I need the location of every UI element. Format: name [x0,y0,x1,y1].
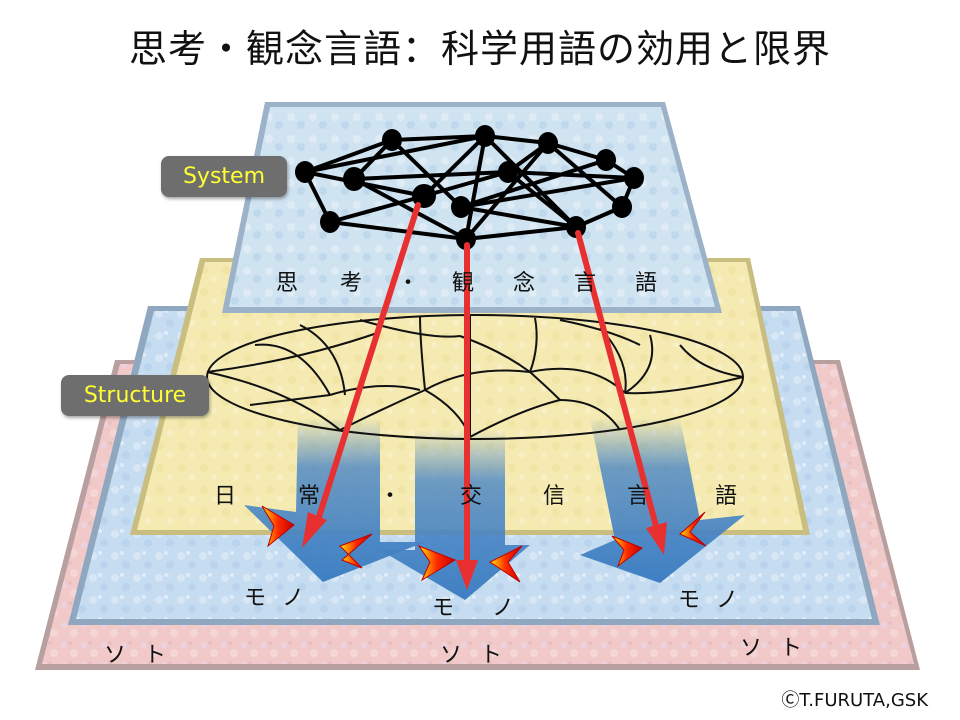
network-node [451,196,471,218]
system-char: 観 [452,271,475,296]
chevrons [261,505,707,583]
network-node [538,132,558,154]
structure-char: 日 [214,484,237,509]
system-char: 考 [340,271,363,296]
soto-label: ソト [440,643,521,668]
system-char: ・ [397,271,420,296]
network-node [624,167,644,189]
structure-char: ・ [379,484,402,509]
structure-label: Structure [61,375,209,416]
soto-label: ソト [740,636,821,661]
network-node [343,167,365,191]
structure-char: 交 [460,484,483,509]
network-node [295,161,315,183]
blue-arrow-left [244,418,425,582]
network-node [566,216,586,238]
system-char: 念 [513,271,536,296]
system-char: 思 [276,271,299,296]
soto-label: ソト [104,643,185,668]
mono-label: モノ [678,588,755,613]
network-node [382,129,402,151]
structure-char: 常 [298,484,321,509]
system-char: 言 [574,271,597,296]
system-char: 語 [635,271,658,296]
mono-label: モ ノ [432,596,523,621]
network-node [498,161,518,183]
structure-char: 言 [627,484,650,509]
network-node [596,149,616,171]
red-arrowheads [302,512,667,590]
network-node [456,228,476,250]
page-title: 思考・観念言語：科学用語の効用と限界 [128,27,831,71]
red-arrows [315,202,660,569]
mono-label: モノ [244,586,321,611]
network-node [475,125,495,147]
blue-arrow-middle [380,430,530,600]
structure-char: 信 [543,484,566,509]
structure-char: 語 [715,484,738,509]
network-node [612,196,632,218]
network-node [320,211,340,233]
copyright-text: ⒸT.FURUTA,GSK [781,690,928,711]
system-label: System [161,156,287,197]
system-network [303,134,636,241]
